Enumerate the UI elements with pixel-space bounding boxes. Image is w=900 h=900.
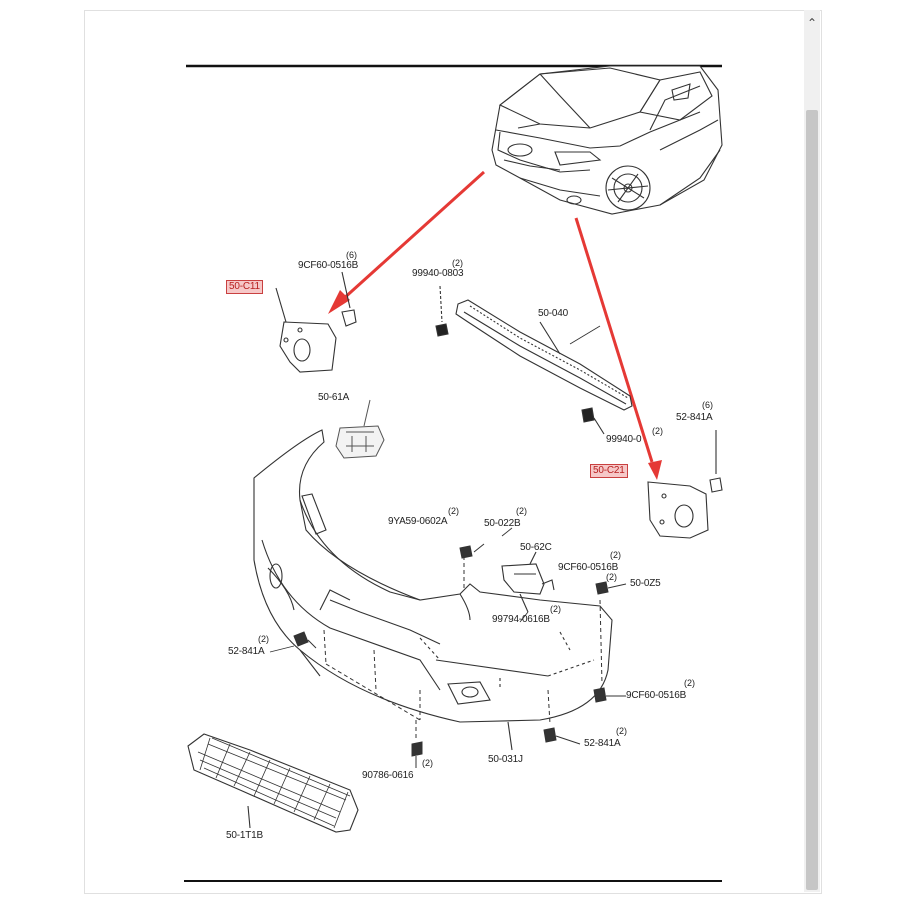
part-50-031j[interactable]: 50-031J	[488, 754, 523, 765]
part-90786-0616[interactable]: 90786-0616	[362, 770, 414, 781]
part-52-841a-left[interactable]: 52-841A	[228, 646, 265, 657]
nut-99940-0803b	[581, 407, 605, 435]
red-arrow-left	[328, 170, 486, 314]
qty-99940-0803: (2)	[452, 258, 463, 268]
reinforcement-50-040	[455, 299, 633, 411]
scrollbar-thumb[interactable]	[806, 110, 818, 890]
qty-99940-0803b: (2)	[652, 426, 663, 436]
part-9ya59-0602a[interactable]: 9YA59-0602A	[388, 516, 448, 527]
part-50-c11-highlight[interactable]: 50-C11	[226, 280, 263, 294]
qty-9ya59-0602a: (2)	[448, 506, 459, 516]
qty-52-841a-left: (2)	[258, 634, 269, 644]
scroll-up-icon[interactable]: ⌃	[806, 16, 818, 30]
part-52-841a-right[interactable]: 52-841A	[676, 412, 713, 423]
qty-52-841a-right: (6)	[702, 400, 713, 410]
qty-50-022b: (2)	[516, 506, 527, 516]
qty-52-841a-bottom: (2)	[616, 726, 627, 736]
part-50-022b[interactable]: 50-022B	[484, 518, 521, 529]
retainer-50-61a	[335, 399, 385, 459]
part-9cf60-0516b-mid[interactable]: 9CF60-0516B	[558, 562, 619, 573]
fasteners	[293, 543, 627, 768]
part-9cf60-0516b-top[interactable]: 9CF60-0516B	[298, 260, 359, 271]
part-50-040[interactable]: 50-040	[538, 308, 568, 319]
qty-50-025: (2)	[606, 572, 617, 582]
part-99794-0616b[interactable]: 99794-0616B	[492, 614, 550, 625]
nut-99940-0803	[435, 285, 449, 337]
bracket-50-c11	[275, 271, 357, 373]
part-99940-0803b[interactable]: 99940-0	[606, 434, 642, 445]
part-50-62c[interactable]: 50-62C	[520, 542, 552, 553]
bracket-50-c21	[647, 430, 723, 539]
bracket-50-62c	[501, 551, 555, 613]
part-99940-0803[interactable]: 99940-0803	[412, 268, 464, 279]
red-arrow-right	[574, 217, 662, 480]
car-illustration	[491, 65, 723, 215]
leader-lines	[269, 325, 601, 653]
grille-50-1t1b	[187, 733, 359, 833]
assembly-guides	[323, 556, 603, 740]
part-52-841a-bottom[interactable]: 52-841A	[584, 738, 621, 749]
part-50-1t1b[interactable]: 50-1T1B	[226, 830, 263, 841]
qty-9cf60-0516b-mid: (2)	[610, 550, 621, 560]
qty-90786-0616: (2)	[422, 758, 433, 768]
bumper-cover-50-031j	[253, 429, 613, 751]
qty-9cf60-0516b-low: (2)	[684, 678, 695, 688]
part-50-c21-highlight[interactable]: 50-C21	[590, 464, 628, 478]
part-50-025[interactable]: 50-0Z5	[630, 578, 661, 589]
qty-99794-0616b: (2)	[550, 604, 561, 614]
part-50-61a[interactable]: 50-61A	[318, 392, 350, 403]
qty-9cf60-0516b-top: (6)	[346, 250, 357, 260]
part-9cf60-0516b-low[interactable]: 9CF60-0516B	[626, 690, 687, 701]
